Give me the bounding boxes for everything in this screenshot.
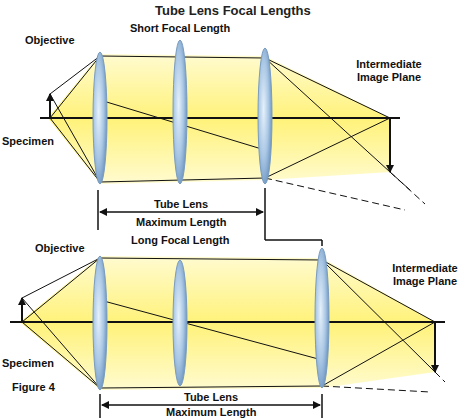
dimension-label: Tube Lens	[154, 198, 208, 210]
plane-label: Intermediate Image Plane	[389, 262, 461, 288]
specimen-label: Specimen	[2, 135, 54, 147]
dimension-label: Maximum Length	[166, 406, 256, 418]
dimension-label: Tube Lens	[184, 391, 238, 403]
plane-label: Intermediate Image Plane	[355, 58, 423, 84]
specimen-label: Specimen	[2, 357, 54, 369]
lens-label: Short Focal Length	[130, 22, 230, 34]
lens-label: Objective	[35, 242, 85, 254]
figure-label: Figure 4	[12, 381, 55, 393]
diagram-title: Tube Lens Focal Lengths	[155, 3, 311, 18]
lens-label: Long Focal Length	[131, 234, 229, 246]
lens-label: Objective	[25, 34, 75, 46]
dimension-label: Maximum Length	[136, 216, 226, 228]
